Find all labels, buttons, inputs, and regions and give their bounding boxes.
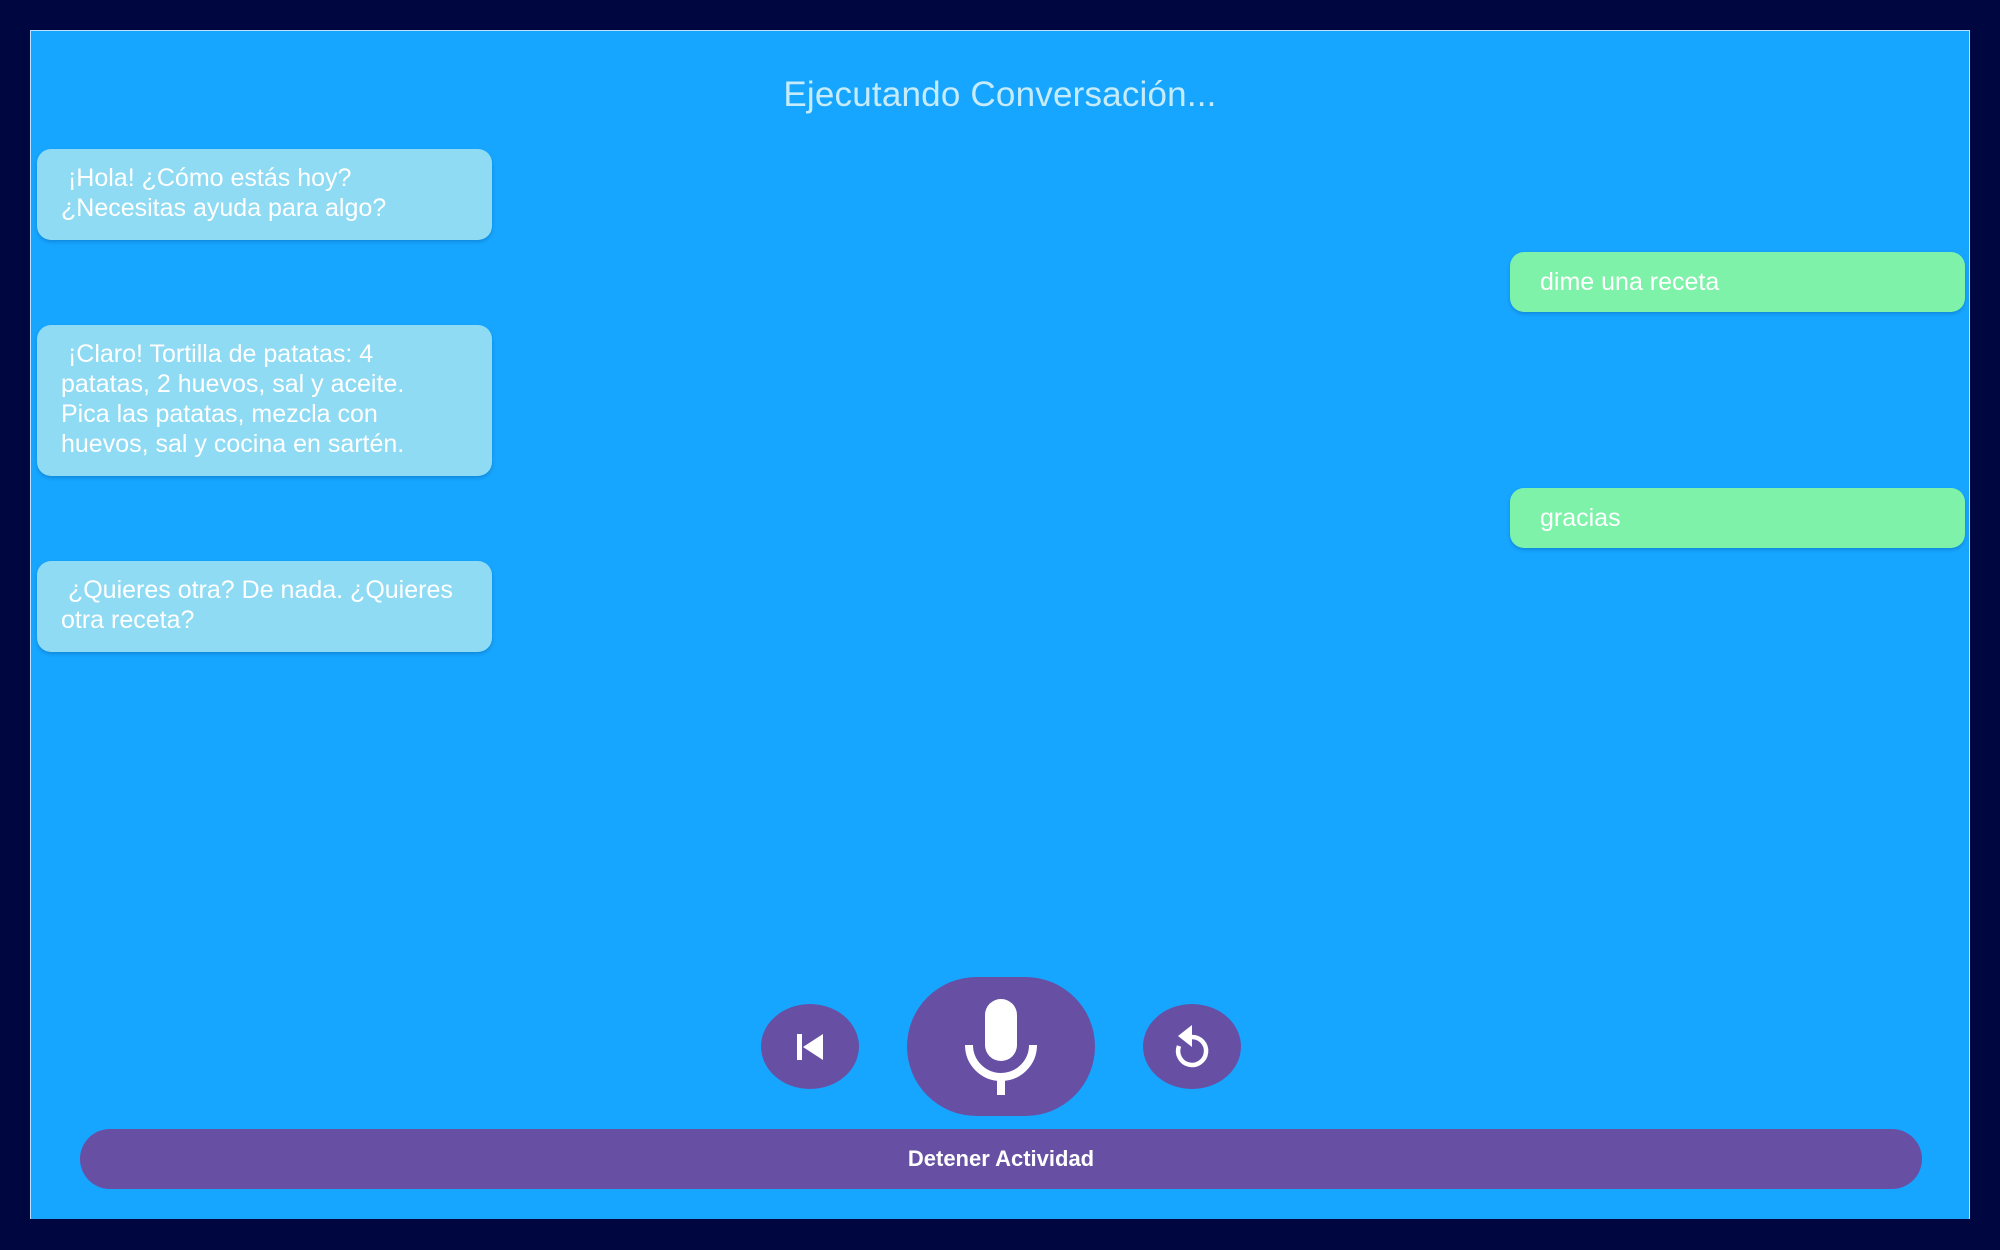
stop-activity-button[interactable]: Detener Actividad (80, 1129, 1922, 1189)
bot-message: ¿Quieres otra? De nada. ¿Quieres otra re… (37, 561, 492, 652)
previous-button[interactable] (761, 1004, 859, 1089)
bot-message: ¡Claro! Tortilla de patatas: 4 patatas, … (37, 325, 492, 476)
app-screen: Ejecutando Conversación... ¡Hola! ¿Cómo … (30, 30, 1970, 1219)
microphone-button[interactable] (907, 977, 1095, 1116)
replay-icon (1175, 1024, 1209, 1067)
skip-previous-icon (797, 1033, 823, 1060)
replay-button[interactable] (1143, 1004, 1241, 1089)
microphone-icon (965, 998, 1037, 1095)
bot-message: ¡Hola! ¿Cómo estás hoy? ¿Necesitas ayuda… (37, 149, 492, 240)
user-message: dime una receta (1510, 252, 1965, 312)
stop-activity-label: Detener Actividad (907, 1146, 1095, 1171)
page-title: Ejecutando Conversación... (783, 75, 1217, 114)
user-message: gracias (1510, 488, 1965, 548)
